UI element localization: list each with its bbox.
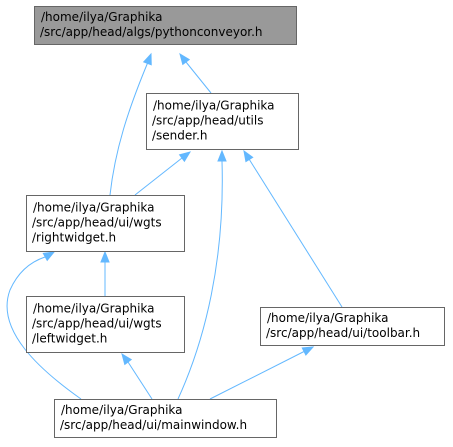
node-label-line: /src/app/head/utils bbox=[152, 114, 263, 128]
edge-line bbox=[134, 157, 183, 196]
node-label-line: /home/ilya/Graphika bbox=[267, 311, 389, 325]
edge-arrowhead bbox=[179, 52, 191, 66]
node-label-line: /sender.h bbox=[152, 129, 208, 143]
edge-leftwidget-to-rightwidget bbox=[100, 250, 110, 296]
node-label-line: /src/app/head/ui/mainwindow.h bbox=[60, 418, 247, 432]
edge-mainwindow-to-toolbar bbox=[209, 346, 315, 400]
edge-rightwidget-to-pythonconveyor bbox=[109, 52, 152, 196]
edge-line bbox=[248, 158, 343, 308]
node-box bbox=[260, 307, 445, 346]
edge-arrowhead bbox=[178, 151, 192, 163]
edges-layer bbox=[6, 52, 343, 400]
edge-arrowhead bbox=[100, 250, 110, 263]
edge-toolbar-to-sender bbox=[243, 149, 343, 308]
edge-arrowhead bbox=[142, 52, 152, 66]
edge-arrowhead bbox=[42, 251, 56, 262]
edge-line bbox=[185, 61, 212, 94]
node-label-line: /leftwidget.h bbox=[32, 332, 107, 346]
node-label-line: /src/app/head/algs/pythonconveyor.h bbox=[40, 25, 263, 39]
node-label-line: /home/ilya/Graphika bbox=[153, 99, 275, 113]
edge-line bbox=[209, 350, 306, 400]
edge-arrowhead bbox=[243, 149, 254, 163]
node-label-line: /src/app/head/ui/wgts bbox=[32, 317, 162, 331]
edge-sender-to-pythonconveyor bbox=[179, 52, 212, 94]
node-box bbox=[26, 296, 185, 353]
edge-line bbox=[177, 160, 223, 400]
node-label-line: /src/app/head/ui/toolbar.h bbox=[266, 326, 420, 340]
node-label-line: /home/ilya/Graphika bbox=[33, 201, 155, 215]
edge-arrowhead bbox=[301, 346, 315, 356]
edge-mainwindow-to-rightwidget bbox=[6, 251, 82, 400]
edge-rightwidget-to-sender bbox=[134, 151, 192, 196]
node-box bbox=[54, 399, 277, 438]
node-box bbox=[146, 93, 299, 150]
edge-arrowhead bbox=[121, 352, 133, 366]
edge-line bbox=[109, 61, 149, 196]
node-label-line: /home/ilya/Graphika bbox=[33, 302, 155, 316]
edge-mainwindow-to-sender bbox=[177, 149, 227, 400]
edge-mainwindow-to-leftwidget bbox=[121, 352, 153, 400]
node-label-line: /src/app/head/ui/wgts bbox=[32, 216, 162, 230]
node-label-line: /rightwidget.h bbox=[32, 231, 116, 245]
edge-line bbox=[127, 361, 153, 400]
edge-arrowhead bbox=[217, 149, 227, 162]
node-leftwidget[interactable]: /home/ilya/Graphika/src/app/head/ui/wgts… bbox=[26, 296, 185, 353]
node-rightwidget[interactable]: /home/ilya/Graphika/src/app/head/ui/wgts… bbox=[26, 195, 185, 252]
node-mainwindow[interactable]: /home/ilya/Graphika/src/app/head/ui/main… bbox=[54, 399, 277, 438]
node-box bbox=[26, 195, 185, 252]
node-box bbox=[34, 6, 297, 45]
node-sender[interactable]: /home/ilya/Graphika/src/app/head/utils/s… bbox=[146, 93, 299, 150]
node-pythonconveyor[interactable]: /home/ilya/Graphika/src/app/head/algs/py… bbox=[34, 6, 297, 45]
nodes-layer: /home/ilya/Graphika/src/app/head/algs/py… bbox=[26, 6, 445, 438]
node-label-line: /home/ilya/Graphika bbox=[41, 10, 163, 24]
node-toolbar[interactable]: /home/ilya/Graphika/src/app/head/ui/tool… bbox=[260, 307, 445, 346]
node-label-line: /home/ilya/Graphika bbox=[61, 403, 183, 417]
edge-line bbox=[6, 256, 82, 400]
